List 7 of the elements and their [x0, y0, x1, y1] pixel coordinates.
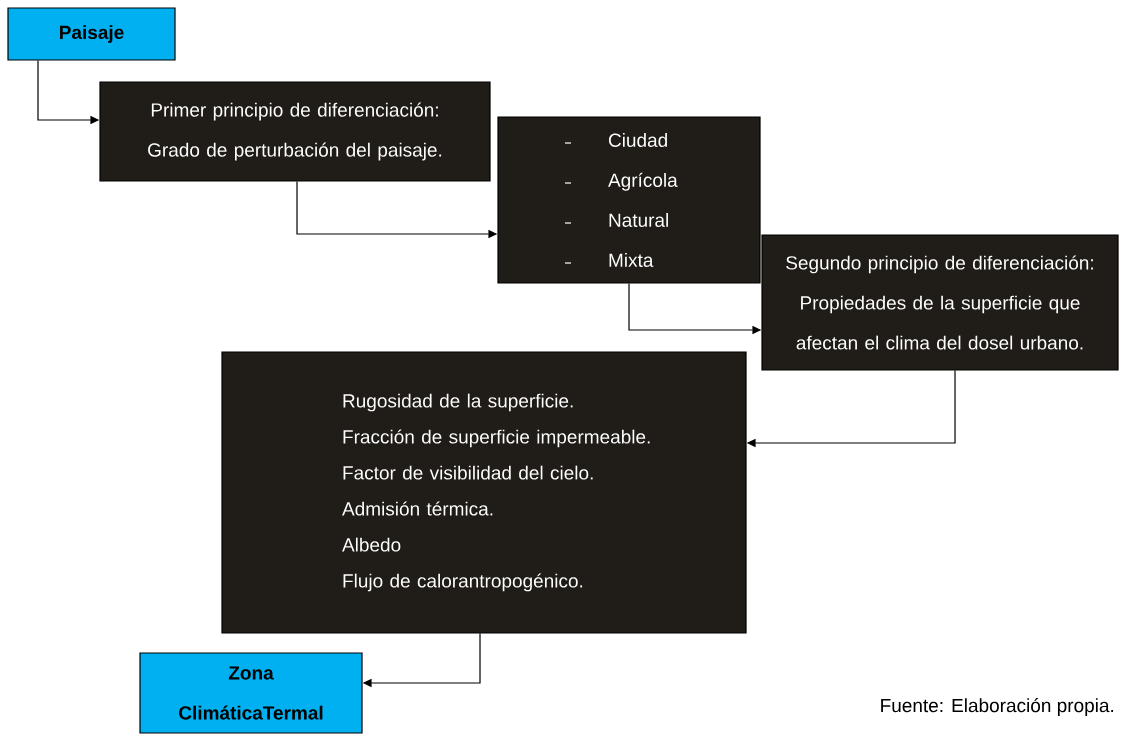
terminal-box: Zona ClimáticaTermal — [139, 652, 363, 734]
process-box: Primer principio de diferenciación: Grado de perturbación del paisaje. — [99, 81, 491, 182]
list-box: Ciudad Agrícola Natural Mixta — [497, 116, 761, 284]
terminal-box: Paisaje — [7, 7, 176, 61]
source-note: Fuente: Elaboración propia. — [881, 698, 1114, 716]
process-box: Segundo principio de diferenciación: Propiedades de la superficie que afectan el clima del dosel urbano. — [761, 234, 1119, 371]
list-box: Rugosidad de la superficie. Fracción de superficie impermeable. Factor de visibilidad del cielo. Admisión térmica. Albedo Flujo de calorantropogénico. — [221, 351, 747, 634]
